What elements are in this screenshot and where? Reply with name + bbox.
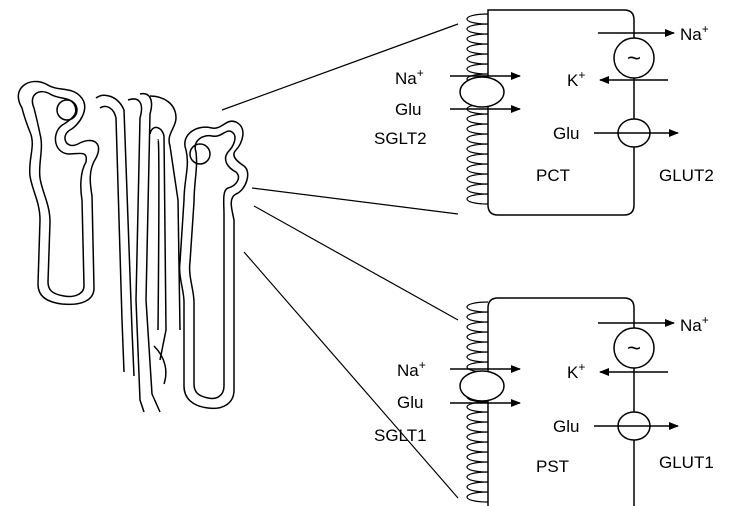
sglt1-transporter xyxy=(460,371,504,401)
right-tubule-inner xyxy=(190,131,239,398)
svg-text:K+: K+ xyxy=(567,360,585,382)
upper-cell: ~ Na+ Glu SGLT2 Na+ K+ Glu PCT GLUT2 xyxy=(374,10,714,215)
sglt1-label: SGLT1 xyxy=(374,426,427,445)
svg-text:Na+: Na+ xyxy=(397,358,426,380)
nephron-illustration xyxy=(18,81,247,412)
lower-pump-na-label: Na xyxy=(680,316,702,335)
connecting-tube xyxy=(154,346,166,384)
upper-k-sup: + xyxy=(578,68,585,82)
sglt2-transporter xyxy=(460,77,504,107)
svg-text:Na+: Na+ xyxy=(680,22,709,44)
lower-glu-apical-label: Glu xyxy=(397,393,423,412)
pst-label: PST xyxy=(536,457,569,476)
upper-pump-symbol: ~ xyxy=(627,45,641,72)
upper-glu-baso-label: Glu xyxy=(553,124,579,143)
sglt2-label: SGLT2 xyxy=(374,129,427,148)
upper-k-label: K xyxy=(567,71,579,90)
glut2-label: GLUT2 xyxy=(659,166,714,185)
lower-na-sup: + xyxy=(419,358,426,372)
upper-pump-na-label: Na xyxy=(680,25,702,44)
svg-text:Na+: Na+ xyxy=(395,66,424,88)
lower-microvilli xyxy=(467,302,488,502)
lower-pump-symbol: ~ xyxy=(627,335,641,362)
lower-k-label: K xyxy=(567,363,579,382)
svg-text:K+: K+ xyxy=(567,68,585,90)
lower-k-sup: + xyxy=(578,360,585,374)
lower-glu-baso-label: Glu xyxy=(553,417,579,436)
upper-glu-apical-label: Glu xyxy=(395,100,421,119)
upper-pump-na-sup: + xyxy=(702,22,709,36)
loop-descending-outer xyxy=(96,95,134,376)
leader-upper-bottom xyxy=(252,188,458,214)
glut1-label: GLUT1 xyxy=(659,453,714,472)
lower-pump-na-sup: + xyxy=(702,313,709,327)
upper-na-label: Na xyxy=(395,69,417,88)
loop-ascending-outer xyxy=(100,106,124,372)
lower-na-label: Na xyxy=(397,361,419,380)
descending-limb-inner xyxy=(158,140,159,330)
collecting-duct-left-inner xyxy=(128,99,144,412)
pct-label: PCT xyxy=(536,166,570,185)
leader-lower-top xyxy=(254,206,458,320)
svg-text:Na+: Na+ xyxy=(680,313,709,335)
glomerulus-right xyxy=(190,144,210,164)
upper-na-sup: + xyxy=(417,66,424,80)
collecting-duct-left xyxy=(140,94,160,412)
lower-cell: ~ Na+ Glu SGLT1 Na+ K+ Glu PST GLUT1 xyxy=(374,298,714,506)
leader-lower-bottom xyxy=(244,252,458,498)
